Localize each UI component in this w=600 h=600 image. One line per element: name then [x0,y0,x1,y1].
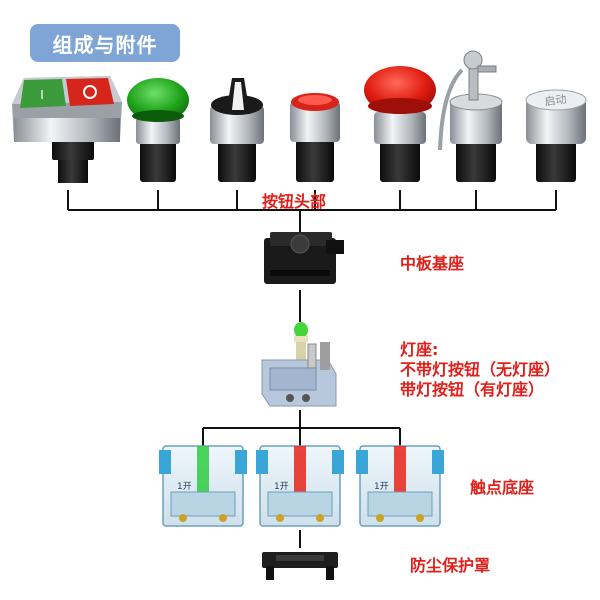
key-switch-icon [438,50,503,182]
red-flush-button-icon [290,93,340,182]
lamp-base-line-1: 不带灯按钮（无灯座） [400,360,561,379]
contact-block-1-text: 1开 [177,481,192,492]
start-button-text: 启动 [544,93,568,109]
section-title: 组成与附件 [30,24,180,62]
middle-base-label: 中板基座 [400,254,465,273]
contacts-bracket [202,427,401,446]
button-head-label: 按钮头部 [262,192,327,211]
heads-bracket [67,190,557,232]
contact-block-2-text: 1开 [274,481,289,492]
contact-block-2-icon: 1开 [256,445,344,527]
middle-base-icon [264,232,344,284]
dust-cover-icon [262,552,338,580]
metal-start-button-icon: 启动 [525,89,587,182]
contact-block-3-icon: 1开 [356,445,444,527]
contact-base-label: 触点底座 [470,478,535,497]
selector-switch-icon [210,78,264,182]
contact-blocks: 1开 1开 1开 [159,445,444,527]
contact-block-1-icon: 1开 [159,445,247,527]
red-emergency-stop-button-icon [364,66,436,182]
green-mushroom-button-icon [127,78,189,182]
dust-cover-label: 防尘保护罩 [410,556,491,575]
lamp-base-title: 灯座: [400,340,439,359]
svg-text:I: I [40,88,44,102]
lamp-base-line-2: 带灯按钮（有灯座） [400,380,545,399]
lamp-base-icon [261,322,337,407]
contact-block-3-text: 1开 [374,481,389,492]
dual-push-button-icon: I [12,76,122,183]
